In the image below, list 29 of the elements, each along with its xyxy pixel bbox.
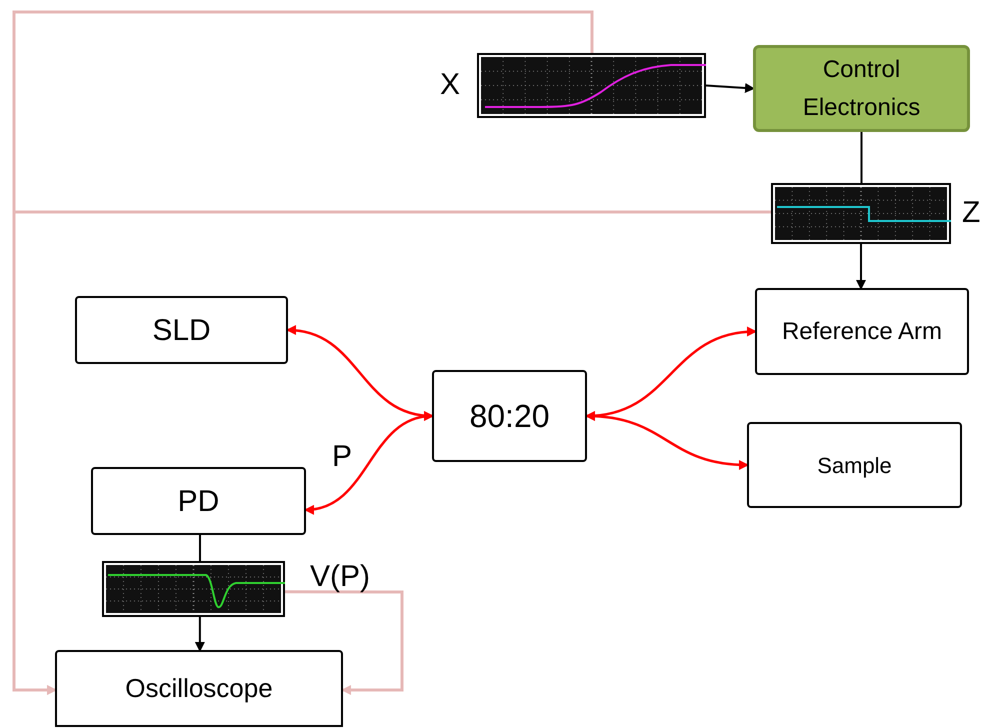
signal-label: Z [962, 196, 980, 230]
connector-line [199, 535, 201, 561]
arrow [585, 411, 749, 470]
component-box [747, 422, 962, 508]
process-box [753, 45, 970, 132]
signal-label: X [440, 68, 460, 102]
box-label: Oscilloscope [124, 672, 274, 705]
box-label: Control Electronics [802, 54, 922, 122]
arrow [706, 83, 755, 93]
arrow [194, 617, 205, 652]
signal-label: V(P) [310, 560, 370, 594]
oscilloscope-trace-picture [477, 53, 706, 118]
component-box [755, 288, 969, 375]
connector-line [860, 132, 862, 183]
component-box [432, 370, 587, 462]
box-label: 80:20 [468, 397, 551, 436]
box-label: PD [176, 484, 220, 520]
box-label: Reference Arm [780, 316, 944, 346]
arrow [285, 590, 404, 696]
component-box [55, 650, 343, 727]
arrow [856, 244, 866, 290]
arrow [304, 412, 434, 514]
component-box [91, 467, 306, 535]
box-label: SLD [151, 312, 212, 348]
oscilloscope-trace-picture [771, 183, 951, 244]
box-label: Sample [816, 452, 893, 480]
component-box [75, 296, 288, 364]
oscilloscope-trace-picture [102, 561, 285, 617]
arrow [12, 210, 771, 696]
